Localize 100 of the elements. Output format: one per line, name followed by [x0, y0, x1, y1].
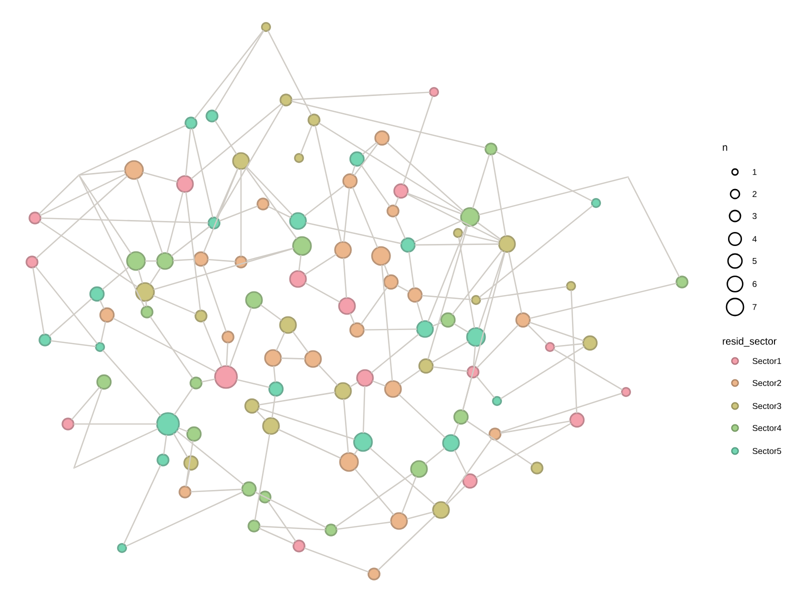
- network-edge: [126, 491, 244, 547]
- network-node: [353, 432, 373, 452]
- legend-label: 1: [752, 169, 757, 175]
- network-node: [208, 216, 220, 230]
- network-edge: [343, 188, 350, 242]
- network-edge: [202, 265, 227, 332]
- network-edge: [342, 258, 348, 298]
- legend-label: Sector4: [752, 425, 782, 431]
- network-node: [338, 297, 356, 315]
- network-edge: [351, 165, 356, 175]
- network-edge: [271, 396, 276, 418]
- network-node: [178, 486, 192, 498]
- network-edge: [402, 96, 434, 185]
- network-edge: [102, 350, 162, 416]
- network-edge: [480, 286, 567, 300]
- legend-label: Sector2: [752, 380, 782, 386]
- network-edge: [478, 205, 594, 298]
- network-edge: [166, 192, 184, 254]
- network-edge: [214, 120, 238, 155]
- network-node: [95, 342, 105, 352]
- network-node: [183, 455, 199, 471]
- network-edge: [407, 192, 462, 214]
- network-edge: [186, 470, 190, 487]
- network-node: [26, 256, 38, 268]
- network-edge: [202, 320, 222, 368]
- network-node: [498, 235, 516, 253]
- network-edge: [32, 267, 45, 335]
- network-edge: [491, 154, 506, 236]
- network-node: [214, 365, 238, 389]
- network-edge: [378, 515, 436, 571]
- network-edge: [476, 376, 495, 398]
- network-node: [416, 320, 434, 338]
- network-edge: [142, 172, 178, 183]
- network-edge: [381, 264, 393, 382]
- network-node: [410, 460, 428, 478]
- network-edge: [291, 100, 486, 148]
- network-node: [245, 291, 263, 309]
- network-edge: [276, 332, 286, 351]
- network-node: [126, 251, 146, 271]
- network-edge: [362, 142, 378, 156]
- network-edge: [298, 254, 302, 272]
- network-node: [442, 434, 460, 452]
- network-edge: [74, 423, 157, 425]
- network-edge: [350, 382, 358, 388]
- network-edge: [150, 316, 194, 379]
- network-edge: [454, 450, 468, 476]
- network-edge: [476, 422, 572, 478]
- network-node: [262, 417, 280, 435]
- network-edge: [268, 501, 296, 542]
- network-edge: [472, 154, 490, 209]
- network-node: [407, 287, 423, 303]
- legend-label: 7: [752, 304, 756, 310]
- legend-label: Sector3: [752, 403, 782, 409]
- network-edge: [256, 410, 266, 421]
- network-edge: [254, 491, 326, 528]
- network-node: [453, 228, 463, 238]
- network-node: [515, 312, 531, 328]
- network-edge: [78, 175, 132, 254]
- network-node: [244, 398, 260, 414]
- network-node: [440, 312, 456, 328]
- network-edge: [153, 294, 196, 314]
- network-edge: [245, 167, 298, 240]
- legend-title: resid_sector: [722, 337, 776, 347]
- network-node: [429, 87, 439, 97]
- network-edge: [414, 243, 500, 246]
- network-edge: [185, 192, 201, 311]
- network-node: [256, 198, 270, 210]
- network-edge: [500, 346, 585, 400]
- network-edge: [304, 254, 337, 276]
- network-node: [140, 306, 154, 318]
- network-edge: [500, 420, 570, 434]
- network-edge: [424, 448, 446, 464]
- network-node: [89, 286, 105, 302]
- network-node: [356, 369, 374, 387]
- network-edge: [445, 438, 492, 504]
- network-edge: [394, 197, 400, 206]
- network-node: [279, 316, 297, 334]
- network-node: [186, 426, 202, 442]
- network-edge: [190, 103, 282, 180]
- network-node: [38, 334, 52, 346]
- network-edge: [360, 287, 388, 325]
- network-node: [292, 540, 306, 552]
- network-node: [232, 152, 250, 170]
- network-edge: [226, 342, 228, 366]
- network-node: [400, 237, 416, 253]
- network-node: [393, 183, 409, 199]
- network-edge: [349, 313, 355, 324]
- network-edge: [384, 264, 390, 276]
- network-edge: [40, 173, 126, 216]
- network-edge: [79, 124, 186, 176]
- network-node: [368, 568, 380, 580]
- network-node: [374, 130, 390, 146]
- network-edge: [406, 193, 500, 241]
- network-edge: [153, 248, 294, 290]
- network-edge: [36, 176, 128, 259]
- network-edge: [185, 440, 194, 487]
- network-node: [591, 198, 601, 208]
- network-edge: [354, 143, 378, 176]
- network-edge: [476, 324, 519, 368]
- network-edge: [38, 175, 79, 215]
